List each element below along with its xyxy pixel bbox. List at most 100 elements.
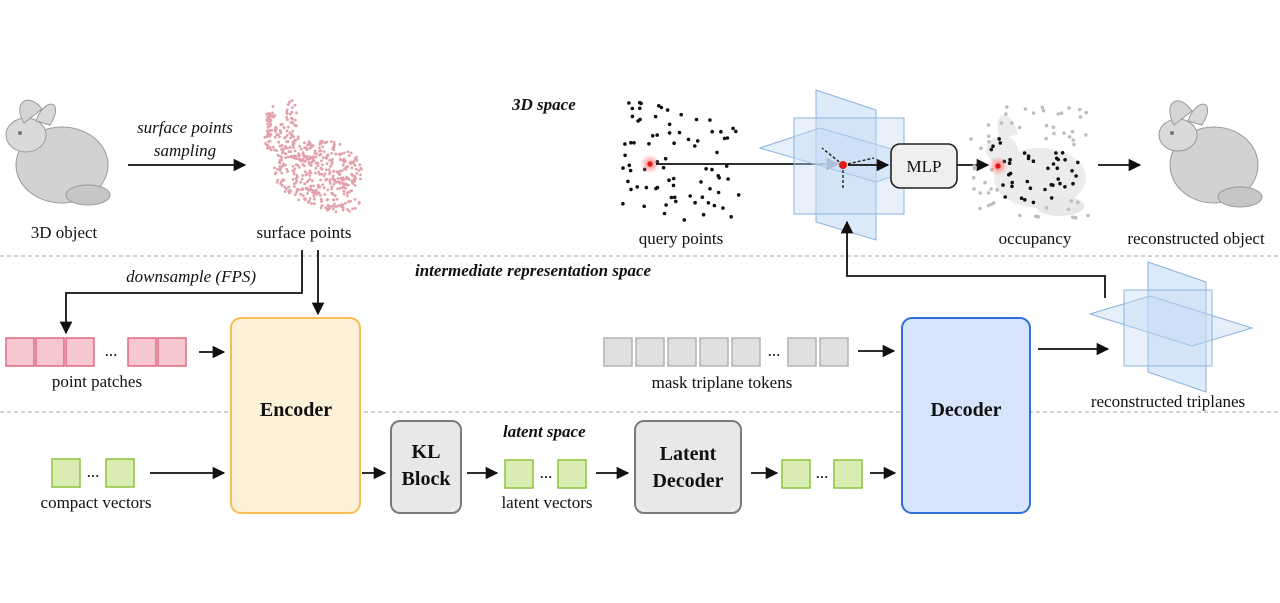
occupancy-point (1074, 174, 1078, 178)
occupancy-point (1058, 181, 1062, 186)
surface-point (314, 155, 317, 159)
decoder-label: Decoder (930, 399, 1001, 421)
occupancy-point (1067, 135, 1072, 139)
occupancy-point (986, 191, 991, 195)
occupancy-point (1084, 110, 1088, 115)
surface-point (277, 140, 281, 144)
kl-label-line1: KL (412, 441, 441, 463)
occupancy-point (989, 187, 993, 191)
surface-point (275, 149, 279, 153)
surface-point (357, 169, 361, 172)
surface-point (327, 168, 331, 172)
surface-point (308, 197, 312, 200)
query-point (629, 187, 633, 192)
surface-point (296, 163, 300, 167)
query-point (657, 104, 661, 108)
surface-point (266, 129, 270, 133)
surface-point (316, 185, 320, 189)
surface-point (334, 152, 338, 156)
surface-point (313, 202, 316, 206)
surface-point (321, 183, 325, 187)
surface-point (332, 141, 336, 144)
surface-point (329, 165, 332, 168)
query-point (644, 185, 649, 190)
space-label-latent: latent space (503, 422, 586, 441)
query-point (623, 153, 627, 158)
surface-point (322, 150, 326, 154)
caption-surface-points: surface points (257, 223, 352, 242)
surface-point (321, 145, 325, 149)
surface-point (306, 157, 310, 161)
surface-point (346, 191, 349, 195)
surface-point (353, 184, 357, 187)
surface-point (294, 138, 298, 142)
occupancy-point (1031, 111, 1036, 115)
surface-point (271, 114, 275, 118)
surface-point (271, 105, 275, 108)
surface-point (329, 140, 333, 143)
occupancy-point (1017, 125, 1022, 130)
tokens-ellipsis: ... (768, 341, 781, 360)
query-point (699, 180, 703, 184)
surface-point (319, 206, 323, 210)
occupancy-point (1008, 171, 1013, 176)
surface-point (346, 150, 350, 154)
surface-point (326, 188, 330, 192)
surface-point (284, 135, 287, 139)
query-point (661, 165, 666, 170)
surface-point (288, 145, 292, 149)
point-patches (5, 337, 187, 367)
surface-point (316, 161, 320, 165)
occupancy-point (1072, 142, 1076, 147)
surface-point (278, 129, 282, 132)
occupancy-point (1040, 105, 1045, 110)
surface-point (325, 162, 329, 166)
surface-point (341, 176, 345, 180)
query-point (677, 130, 682, 135)
surface-point (342, 189, 346, 193)
surface-point (332, 202, 336, 206)
surface-point (318, 146, 321, 150)
surface-point (289, 132, 293, 136)
surface-point (317, 170, 321, 174)
surface-point (342, 192, 346, 196)
surface-point (331, 174, 335, 178)
patches-ellipsis: ... (105, 341, 118, 360)
occupancy-point (972, 187, 976, 191)
surface-point (344, 159, 347, 163)
surface-point (287, 189, 291, 193)
decoded-vectors (781, 459, 863, 489)
surface-point (310, 179, 314, 183)
surface-point (301, 194, 305, 198)
caption-point-patches: point patches (52, 372, 142, 391)
occupancy-point (1055, 166, 1060, 170)
caption-reconstructed-object: reconstructed object (1127, 229, 1265, 248)
surface-point (295, 188, 299, 191)
surface-point (312, 194, 316, 198)
query-point (674, 199, 678, 204)
surface-point (280, 148, 283, 151)
sampling-label-line2: sampling (154, 141, 216, 160)
surface-point (341, 163, 345, 167)
surface-point (285, 134, 289, 137)
surface-point (302, 154, 305, 157)
occupancy-point (978, 206, 982, 211)
occupancy-point (998, 141, 1003, 145)
compact-ellipsis: ... (87, 462, 100, 481)
query-point (642, 204, 646, 209)
query-point (724, 164, 729, 168)
surface-point (340, 169, 344, 173)
surface-point (350, 189, 353, 193)
surface-point (293, 156, 297, 160)
surface-point (321, 163, 324, 167)
occupancy-point (992, 201, 996, 205)
surface-point (313, 190, 317, 194)
surface-point (332, 169, 336, 173)
query-point (721, 206, 725, 210)
surface-point (269, 122, 273, 126)
surface-point (334, 210, 338, 214)
surface-point (299, 147, 303, 151)
surface-point (313, 197, 316, 201)
occupancy-point (1049, 182, 1054, 187)
surface-point (321, 156, 325, 160)
